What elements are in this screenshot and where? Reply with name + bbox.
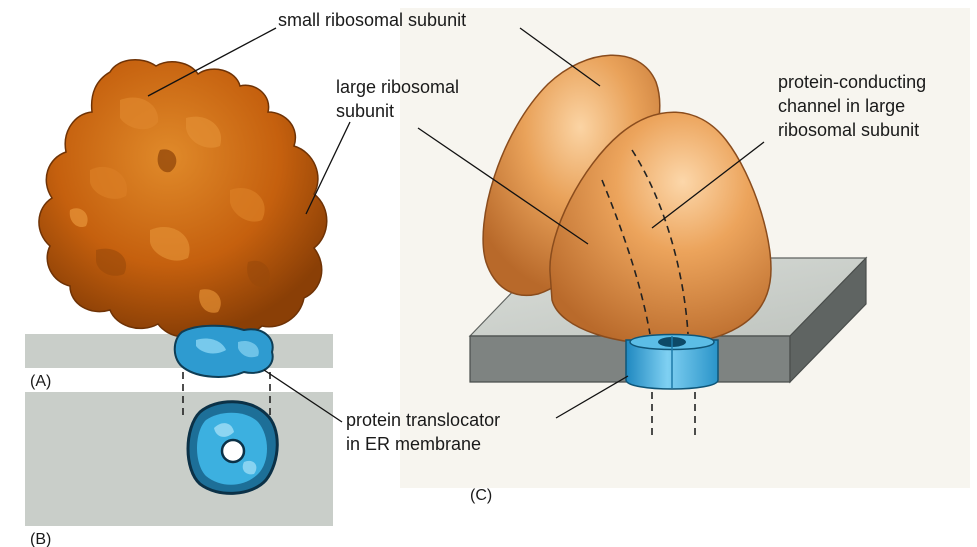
label-channel-line1: protein-conducting <box>778 72 926 92</box>
panel-label-c: (C) <box>470 487 492 504</box>
label-small-subunit: small ribosomal subunit <box>278 10 466 30</box>
label-large-subunit-line1: large ribosomal <box>336 77 459 97</box>
translocator-side-view <box>175 326 273 377</box>
membrane-face-b <box>25 392 333 526</box>
translocator-top-view <box>188 402 277 494</box>
label-channel-line3: ribosomal subunit <box>778 120 919 140</box>
label-translocator-line2: in ER membrane <box>346 434 481 454</box>
ribosome-cryo-em <box>39 60 327 337</box>
translocator-drawing <box>626 335 718 390</box>
label-translocator-line1: protein translocator <box>346 410 500 430</box>
panel-label-a: (A) <box>30 373 51 390</box>
label-large-subunit-line2: subunit <box>336 101 394 121</box>
panel-label-b: (B) <box>30 531 51 547</box>
label-channel-line2: channel in large <box>778 96 905 116</box>
translocator-pore <box>222 440 244 462</box>
